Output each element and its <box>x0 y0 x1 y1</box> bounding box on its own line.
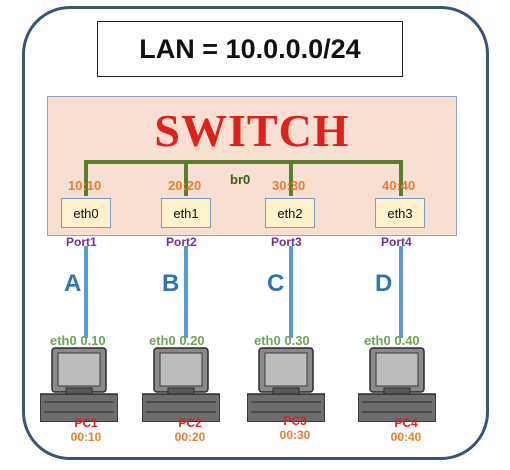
port-mac: 10:10 <box>68 178 102 193</box>
pc4-computer-icon <box>358 347 436 422</box>
pc-ip: 0.30 <box>284 333 310 348</box>
pc1-computer-icon <box>40 347 118 422</box>
port-label: Port1 <box>66 235 97 249</box>
pc-ip-label: eth0 0.30 <box>254 333 310 348</box>
port-mac: 20:20 <box>168 178 202 193</box>
switch-iface: eth2 <box>265 198 315 228</box>
pc-iface: eth0 <box>254 333 281 348</box>
link-label: A <box>64 270 82 297</box>
pc-mac: 00:10 <box>70 430 102 444</box>
pc-iface: eth0 <box>50 333 77 348</box>
bridge-label: br0 <box>230 172 251 187</box>
link-label: C <box>267 270 285 297</box>
pc-iface: eth0 <box>364 333 391 348</box>
pc-iface: eth0 <box>149 333 176 348</box>
switch-iface: eth1 <box>161 198 211 228</box>
pc-ip-label: eth0 0.20 <box>149 333 205 348</box>
pc-name: PC2 <box>178 416 202 430</box>
bridge-bus <box>84 160 403 196</box>
pc-ip-label: eth0 0.40 <box>364 333 420 348</box>
pc3-computer-icon <box>247 347 325 422</box>
pc-mac: 00:40 <box>390 430 422 444</box>
switch-iface: eth3 <box>375 198 425 228</box>
pc-ip: 0.10 <box>80 333 106 348</box>
pc2-computer-icon <box>142 347 220 422</box>
pc-ip-label: eth0 0.10 <box>50 333 106 348</box>
pc-name: PC4 <box>394 416 418 430</box>
port-mac: 40:40 <box>382 178 416 193</box>
switch-iface: eth0 <box>61 198 111 228</box>
pc-mac: 00:20 <box>174 430 206 444</box>
lan-label: LAN = 10.0.0.0/24 <box>97 21 403 77</box>
pc-name: PC3 <box>283 414 307 428</box>
pc-ip: 0.20 <box>179 333 205 348</box>
pc-ip: 0.40 <box>394 333 420 348</box>
port-label: Port3 <box>271 235 302 249</box>
port-mac: 30:30 <box>272 178 306 193</box>
pc-mac: 00:30 <box>279 428 311 442</box>
port-label: Port2 <box>166 235 197 249</box>
link-label: B <box>162 270 180 297</box>
link-label: D <box>375 270 393 297</box>
port-label: Port4 <box>381 235 412 249</box>
pc-name: PC1 <box>74 416 98 430</box>
switch-title: SWITCH <box>154 105 350 156</box>
